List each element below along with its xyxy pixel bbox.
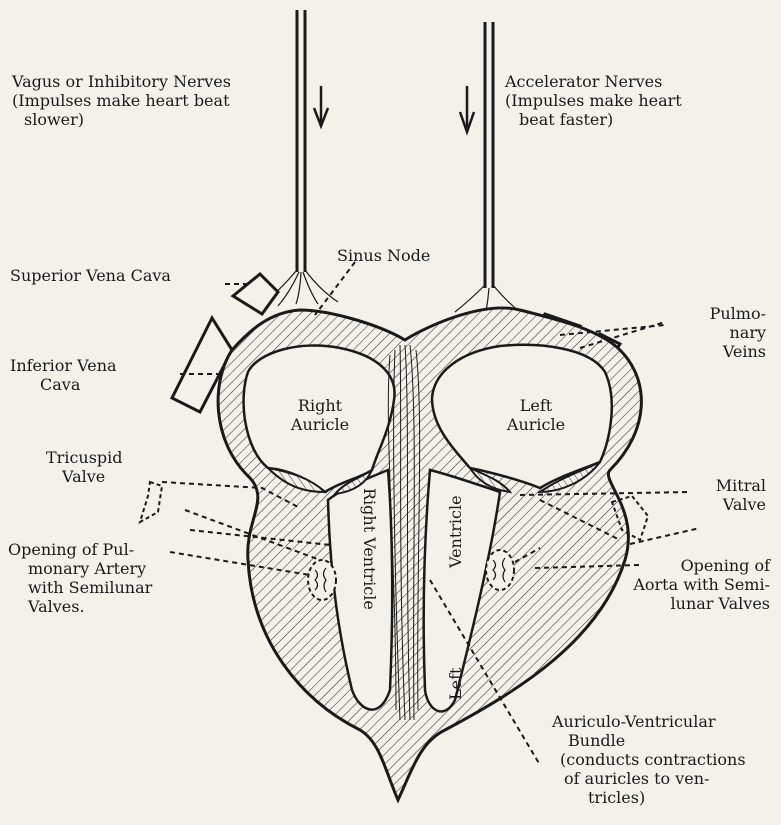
superior-vena-cava-vessel [233, 274, 278, 314]
sinus-node-label: Sinus Node [337, 246, 430, 265]
tricuspid-valve-label: Tricuspid Valve [46, 448, 123, 486]
pulmonary-veins-label: Pulmo- nary Veins [680, 304, 766, 361]
accelerator-nerves-label: Accelerator Nerves (Impulses make heart … [505, 72, 682, 129]
superior-vena-cava-label: Superior Vena Cava [10, 266, 171, 285]
left-auricle-label: Left Auricle [496, 396, 576, 434]
pulmonary-valve-opening [308, 560, 336, 600]
right-ventricle-label: Right Ventricle [360, 488, 379, 610]
vagus-nerves-label: Vagus or Inhibitory Nerves (Impulses mak… [12, 72, 231, 129]
mitral-valve-label: Mitral Valve [680, 476, 766, 514]
vagus-arrow [314, 86, 328, 126]
accelerator-nerve [455, 22, 520, 312]
av-bundle-label: Auriculo-Ventricular Bundle (conducts co… [552, 712, 746, 807]
aorta-label: Opening of Aorta with Semi- lunar Valves [610, 556, 770, 613]
pulmonary-artery-label: Opening of Pul- monary Artery with Semil… [8, 540, 152, 616]
vagus-nerve [262, 10, 338, 306]
inferior-vena-cava-label: Inferior Vena Cava [10, 356, 117, 394]
right-auricle-label: Right Auricle [280, 396, 360, 434]
aortic-valve-opening [486, 550, 514, 590]
tricuspid-valve-outline [140, 482, 162, 522]
accelerator-arrow [460, 86, 474, 132]
left-ventricle-label-top: Ventricle [446, 495, 465, 569]
left-ventricle-label-bottom: Left [446, 667, 465, 700]
